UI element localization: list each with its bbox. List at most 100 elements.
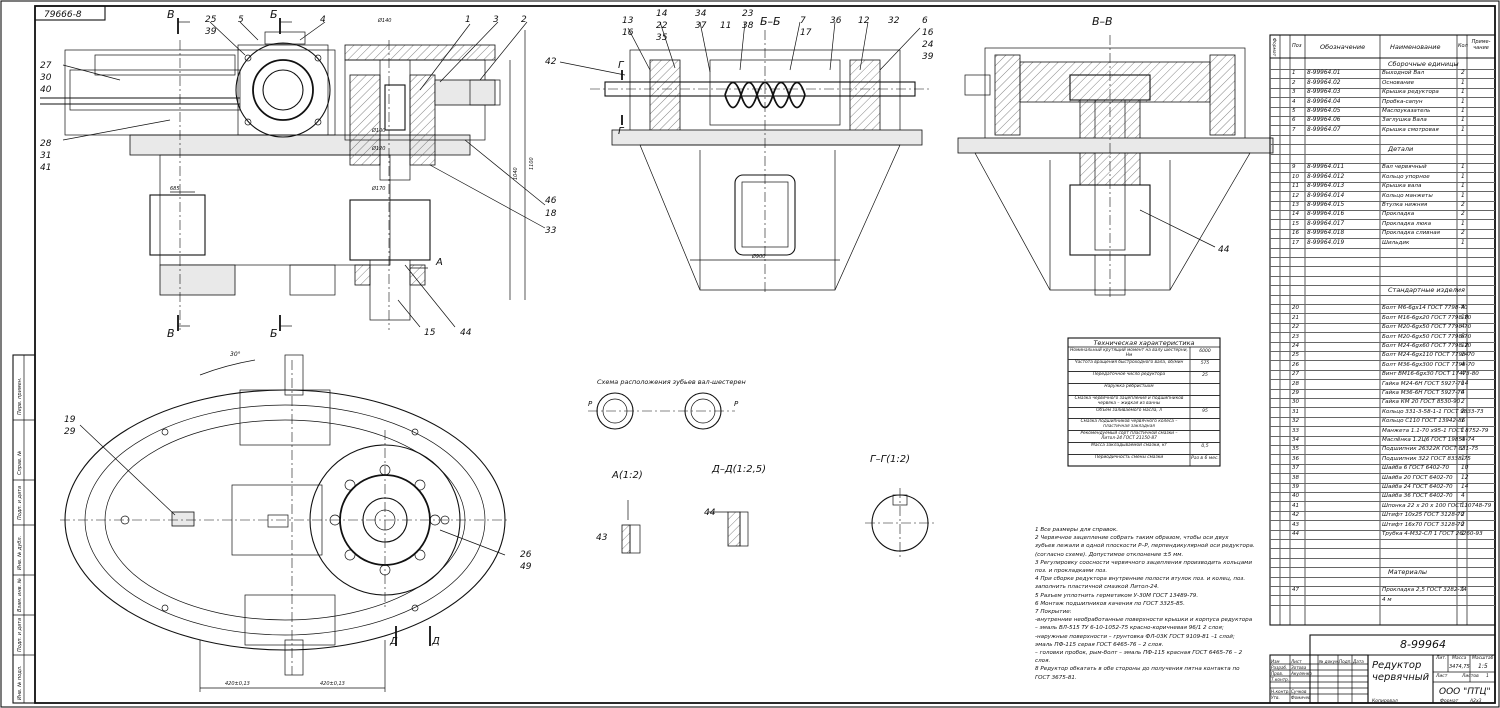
- callout-number: 16: [622, 28, 634, 38]
- spec-cell-pos: 2: [1292, 79, 1296, 86]
- dimension: Ø140: [377, 17, 391, 24]
- spec-cell-qty: 2: [1461, 211, 1465, 218]
- spec-cell-pos: 41: [1292, 502, 1299, 509]
- spec-cell-name: Штифт 16х70 ГОСТ 3128-70: [1382, 521, 1465, 528]
- mass-value: 3474,75: [1449, 664, 1470, 670]
- side-strip-label: Инв. № подл.: [17, 666, 23, 701]
- gear-scheme-title: Схема расположения зубьев вал-шестерен: [597, 378, 746, 386]
- tech-char-divider: [1068, 370, 1220, 372]
- note-line: – эмаль ВЛ-515 ТУ 6-10-1052-75 красно-ко…: [1035, 625, 1224, 632]
- spec-cell-name: Стандартные изделия: [1388, 285, 1465, 294]
- spec-cell-name: Шайба 6 ГОСТ 6402-70: [1382, 465, 1450, 472]
- side-strip-label: Справ. №: [17, 451, 23, 475]
- spec-header-name: Наименование: [1390, 43, 1441, 51]
- spec-cell-qty: 14: [1461, 380, 1469, 387]
- spec-section-row: Сборочные единицы: [1270, 60, 1495, 70]
- callout-number: 26: [520, 550, 532, 560]
- spec-cell-code: 8-99964.01: [1307, 70, 1341, 77]
- spec-cell-pos: 36: [1292, 455, 1299, 462]
- spec-row: [1270, 135, 1495, 146]
- spec-cell-name: Манжета 1.1-70 х95-1 ГОСТ 8752-79: [1382, 427, 1489, 434]
- spec-cell-pos: 34: [1292, 437, 1299, 443]
- spec-cell-pos: 25: [1292, 352, 1299, 359]
- spec-section-row: Детали: [1270, 145, 1495, 155]
- side-strip-label: Инв. № дубл.: [17, 536, 23, 570]
- tech-char-value: 95: [1202, 408, 1208, 414]
- spec-cell-name: Болт М16-6gх20 ГОСТ 7798-70: [1382, 314, 1472, 321]
- callout-number: 3: [493, 15, 499, 25]
- callout-number: 46: [545, 196, 557, 206]
- spec-cell-pos: 4: [1292, 98, 1296, 105]
- stamp-role: Разраб.: [1271, 665, 1288, 670]
- cut-mark-label: А: [435, 257, 443, 268]
- callout-number: 34: [695, 9, 707, 19]
- tech-char-value: 575: [1200, 360, 1210, 366]
- cut-mark-label: Г: [618, 126, 625, 137]
- spec-cell-pos: 3: [1292, 89, 1296, 96]
- spec-cell-qty: 2: [1461, 446, 1465, 453]
- title-block: [1269, 634, 1496, 704]
- spec-cell-qty: 12: [1461, 474, 1469, 481]
- spec-cell-name: Болт М6-6gх14 ГОСТ 7798-70: [1382, 305, 1468, 312]
- spec-cell-code: 8-99964.017: [1307, 220, 1345, 227]
- doc-code: 79666-8: [44, 10, 82, 20]
- stamp-label: Подп.: [1339, 659, 1352, 664]
- callout-number: 43: [596, 533, 608, 543]
- spec-cell-code: 8-99964.011: [1307, 164, 1345, 171]
- callout-number: 11: [720, 21, 731, 31]
- spec-cell-qty: 1: [1461, 98, 1465, 105]
- spec-cell-name: Винт ВМ16-6gх30 ГОСТ 17473-80: [1382, 371, 1479, 378]
- spec-cell-code: 8-99964.015: [1307, 202, 1345, 208]
- callout-number: 32: [888, 16, 900, 26]
- detail-dd: [708, 511, 749, 547]
- gear-scheme: [588, 392, 735, 430]
- spec-cell-pos: 42: [1292, 512, 1299, 519]
- spec-header-note: Приме-чание: [1471, 39, 1491, 51]
- spec-cell-qty: 1: [1461, 502, 1465, 509]
- note-line: -наружные поверхности – грунтовка ФЛ-03К…: [1035, 633, 1235, 640]
- tech-char-value: 0,5: [1201, 444, 1209, 450]
- note-line: зубьев лежали в одной плоскости Р–Р, пер…: [1035, 543, 1255, 550]
- cut-mark-label: В: [167, 8, 175, 21]
- callout-number: 24: [922, 40, 934, 50]
- spec-cell-qty: 1: [1461, 427, 1465, 434]
- spec-cell-pos: 16: [1292, 230, 1299, 237]
- stamp-label: № докум.: [1319, 659, 1340, 664]
- tech-char-label: Наружка ребристыхм: [1104, 383, 1154, 389]
- spec-cell-name: Маслёнка 1.2Ц6 ГОСТ 19853-74: [1382, 437, 1475, 443]
- spec-row: [1270, 267, 1495, 277]
- tech-char-label: Рекомендуемый сорт пластичной смазки – Л…: [1080, 431, 1178, 442]
- spec-cell-pos: 37: [1292, 465, 1299, 472]
- spec-row: [1270, 558, 1495, 569]
- spec-cell-qty: 1: [1461, 173, 1465, 180]
- spec-cell-code: 8-99964.013: [1307, 183, 1345, 190]
- spec-cell-code: 8-99964.016: [1307, 211, 1345, 218]
- side-strip-label: Взам. инв. №: [17, 578, 23, 612]
- spec-cell-pos: 40: [1292, 493, 1299, 500]
- stamp-name: Зотова: [1291, 665, 1307, 670]
- spec-cell-name: Гайка КМ 20 ГОСТ 8530-90: [1382, 399, 1461, 406]
- tech-char-value: 25: [1202, 372, 1208, 378]
- callout-number: 4: [320, 15, 326, 25]
- spec-cell-code: 8-99964.012: [1307, 173, 1345, 180]
- note-line: заполнить пластичной смазкой Литол-24.: [1035, 584, 1160, 591]
- spec-cell-qty: 2: [1461, 408, 1465, 415]
- spec-cell-code: 8-99964.019: [1307, 239, 1345, 246]
- stamp-role: Утв.: [1271, 695, 1280, 700]
- stamp-name: Акуленко: [1291, 671, 1312, 676]
- spec-cell-name: Шайба 24 ГОСТ 6402-70: [1382, 484, 1453, 490]
- organization: ООО "ПТЦ": [1439, 687, 1491, 697]
- tech-char-divider: [1068, 454, 1220, 456]
